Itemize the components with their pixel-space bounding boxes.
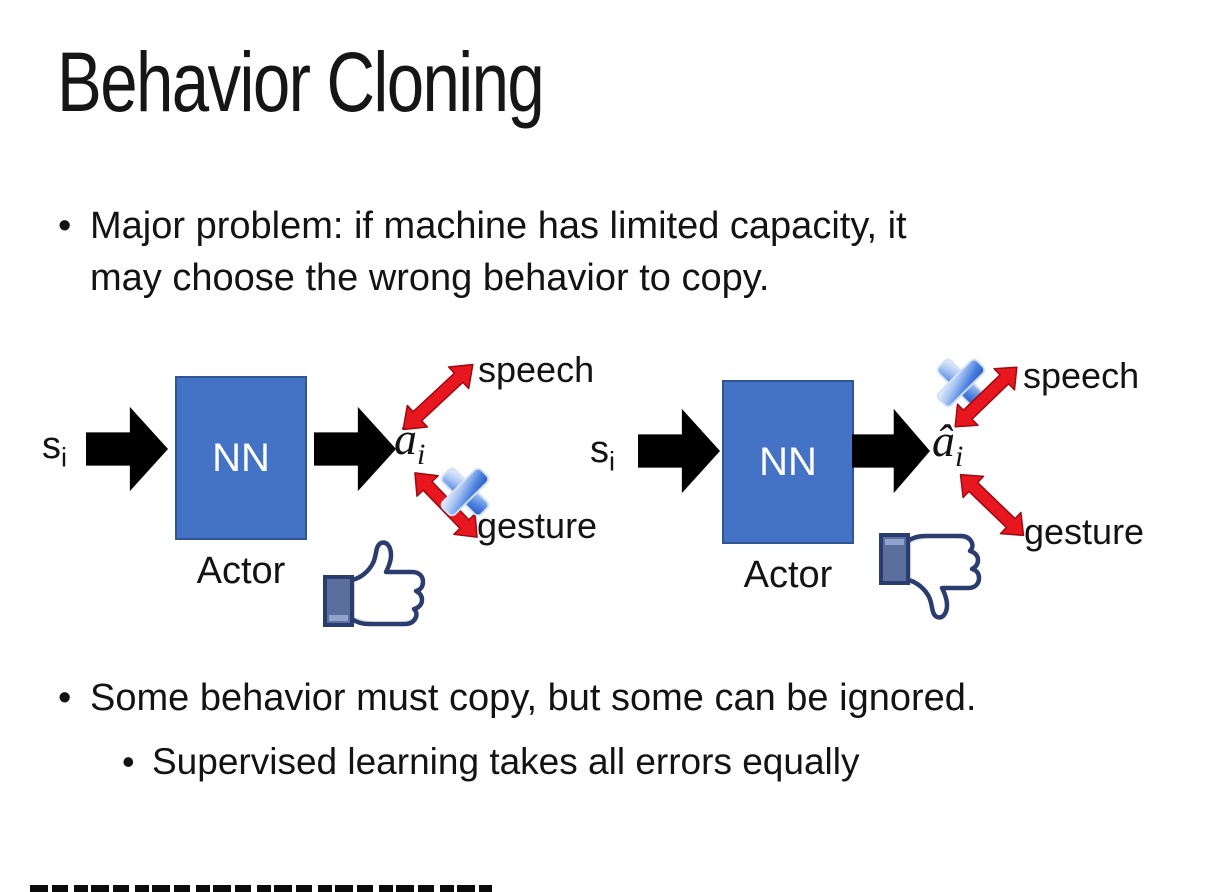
clipped-text-strip: [30, 885, 492, 892]
nn-label: NN: [212, 435, 270, 480]
bullet-major-problem: • Major problem: if machine has limited …: [58, 200, 1158, 304]
speech-label: speech: [478, 349, 595, 390]
speech-arrow-icon: [954, 366, 1018, 428]
page-title: Behavior Cloning: [57, 35, 545, 129]
bullet-dot: •: [122, 741, 135, 782]
cross-icon: [440, 467, 490, 517]
cross-icon: [936, 358, 986, 408]
thumbs-down-icon: [879, 533, 982, 620]
output-arrow-icon: [852, 408, 930, 494]
gesture-label: gesture: [477, 505, 598, 546]
input-arrow-icon: [86, 406, 168, 492]
bullet-major-line2: may choose the wrong behavior to copy.: [90, 257, 770, 299]
output-action-label: âi: [932, 415, 964, 474]
speech-label: speech: [1023, 355, 1140, 396]
bullet-major-text: Major problem: if machine has limited ca…: [90, 200, 907, 304]
bullet-supervised-text: Supervised learning takes all errors equ…: [152, 741, 860, 782]
input-state-label: si: [590, 429, 615, 477]
input-arrow-icon: [638, 408, 720, 494]
bullet-dot: •: [58, 205, 72, 247]
nn-label: NN: [759, 439, 817, 484]
actor-label: Actor: [196, 550, 286, 592]
bullet-supervised-learning: • Supervised learning takes all errors e…: [122, 737, 1172, 787]
actor-label: Actor: [743, 554, 833, 596]
gesture-label: gesture: [1024, 511, 1145, 552]
bullet-dot: •: [58, 677, 72, 719]
thumbs-up-icon: [323, 540, 426, 627]
bullet-major-line1: Major problem: if machine has limited ca…: [90, 205, 907, 247]
speech-arrow-icon: [402, 363, 474, 431]
gesture-arrow-icon: [959, 473, 1025, 537]
output-arrow-icon: [314, 406, 396, 492]
nn-box: NN: [175, 376, 307, 540]
nn-box: NN: [722, 380, 854, 544]
bullet-some-text: Some behavior must copy, but some can be…: [90, 677, 977, 719]
bullet-some-behavior: • Some behavior must copy, but some can …: [58, 672, 1178, 724]
input-state-label: si: [42, 425, 67, 473]
